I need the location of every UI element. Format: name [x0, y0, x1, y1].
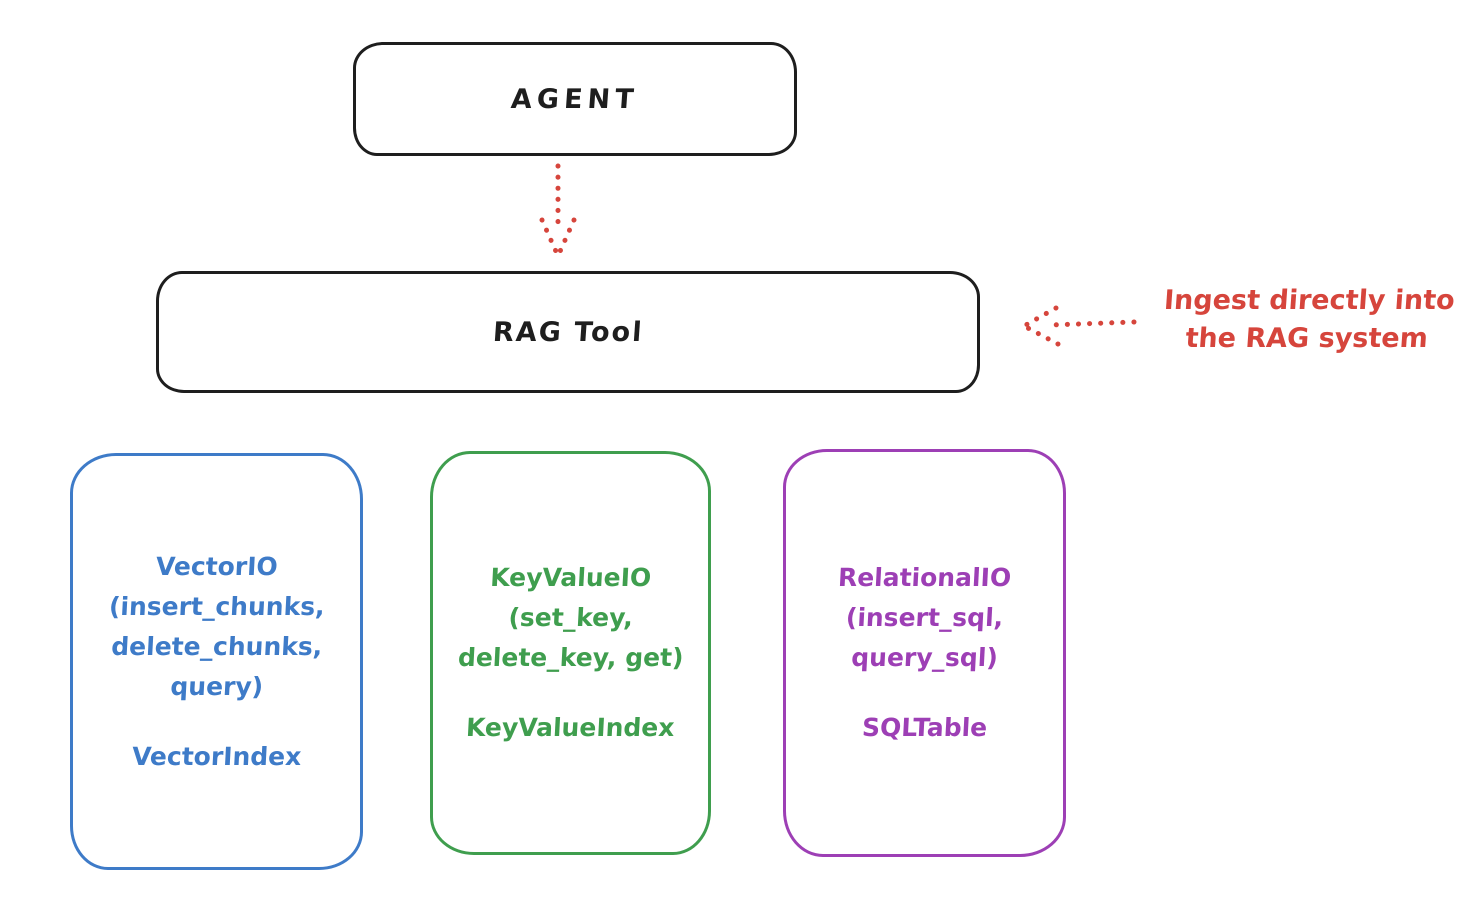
store-title-line: VectorIO [154, 551, 279, 581]
store-title-line: query_sql) [850, 643, 999, 672]
store-title-line: KeyValueIO [489, 563, 652, 592]
relational-store-node: RelationalIO (insert_sql, query_sql) SQL… [783, 449, 1066, 857]
vector-store-index-label: VectorIndex [131, 741, 302, 771]
keyvalue-store-node: KeyValueIO (set_key, delete_key, get) Ke… [430, 451, 711, 855]
agent-node-label: AGENT [510, 83, 640, 115]
store-title-line: query) [169, 671, 264, 701]
store-title-line: (insert_chunks, [107, 591, 326, 621]
relational-store-title: RelationalIO (insert_sql, query_sql) [837, 558, 1012, 678]
dotted-arrow-down-icon [539, 163, 577, 259]
store-title-line: delete_key, get) [457, 643, 685, 672]
ingest-annotation: Ingest directly into the RAG system [1135, 282, 1480, 358]
relational-store-index-label: SQLTable [861, 713, 988, 742]
dotted-arrow-left-icon [1021, 305, 1137, 347]
keyvalue-store-title: KeyValueIO (set_key, delete_key, get) [457, 558, 685, 678]
keyvalue-store-index-label: KeyValueIndex [465, 713, 676, 742]
rag-tool-node-label: RAG Tool [491, 316, 645, 348]
vector-store-title: VectorIO (insert_chunks, delete_chunks, … [107, 547, 326, 707]
store-title-line: (set_key, [507, 603, 634, 632]
ingest-annotation-line2: the RAG system [1184, 323, 1429, 354]
agent-node: AGENT [353, 42, 797, 156]
store-title-line: delete_chunks, [110, 631, 323, 661]
store-title-line: (insert_sql, [845, 603, 1004, 632]
vector-store-node: VectorIO (insert_chunks, delete_chunks, … [70, 453, 363, 870]
rag-tool-node: RAG Tool [156, 271, 980, 393]
store-title-line: RelationalIO [837, 563, 1012, 592]
ingest-annotation-line1: Ingest directly into [1162, 285, 1456, 316]
